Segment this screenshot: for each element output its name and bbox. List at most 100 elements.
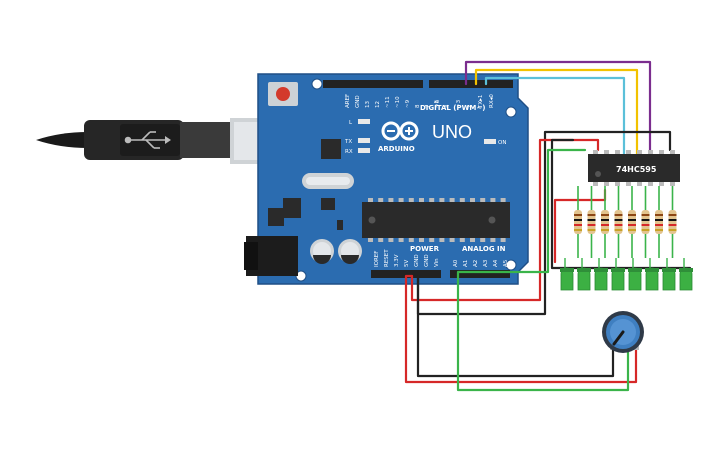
resistor-band bbox=[601, 224, 609, 226]
chip-pin bbox=[480, 198, 486, 202]
power-jack[interactable] bbox=[244, 236, 298, 276]
chip-pin bbox=[378, 238, 384, 242]
mounting-hole bbox=[311, 78, 323, 90]
chip-pin bbox=[490, 238, 496, 242]
wire-black-pot[interactable] bbox=[416, 274, 615, 378]
chip-pin bbox=[378, 198, 384, 202]
crystal-inner bbox=[306, 177, 350, 185]
chip-pin bbox=[439, 198, 445, 202]
resistor-array bbox=[574, 186, 677, 258]
resistor-band bbox=[655, 224, 663, 226]
chip-pin bbox=[604, 150, 609, 154]
power-pin-label: Vin bbox=[434, 258, 440, 267]
analog-header[interactable] bbox=[450, 270, 510, 278]
arduino-logo-text: ARDUINO bbox=[378, 145, 415, 153]
power-header[interactable] bbox=[371, 270, 441, 278]
power-pin-label: GND bbox=[414, 254, 420, 267]
chip-pin bbox=[419, 198, 424, 202]
small-chip bbox=[321, 198, 335, 210]
resistor-band bbox=[641, 224, 650, 226]
resistor-band bbox=[614, 229, 623, 231]
reset-button[interactable] bbox=[268, 82, 298, 106]
chip-pin bbox=[500, 198, 506, 202]
resistor-band bbox=[587, 229, 596, 231]
resistor-band bbox=[601, 219, 609, 221]
voltage-regulator bbox=[268, 208, 284, 226]
digital-pin-label: 4 bbox=[445, 104, 451, 108]
analog-pin-label: A2 bbox=[473, 260, 479, 267]
resistor-band bbox=[655, 219, 663, 221]
chip-pin bbox=[637, 150, 642, 154]
chip-pin bbox=[388, 238, 394, 242]
chip-pin bbox=[604, 182, 609, 186]
chip-pin bbox=[459, 238, 465, 242]
wire-red-pot[interactable] bbox=[404, 274, 638, 384]
digital-pin-label: TX▸1 bbox=[478, 95, 484, 109]
chip-pin bbox=[368, 198, 373, 202]
digital-pin-label: 13 bbox=[365, 101, 371, 108]
chip-label: 74HC595 bbox=[616, 165, 657, 174]
resistor-band bbox=[641, 214, 650, 216]
resistor-band bbox=[628, 214, 636, 216]
chip-pin bbox=[670, 182, 675, 186]
digital-pin-label: ~11 bbox=[385, 96, 391, 108]
resistor-band bbox=[641, 219, 650, 221]
resistor-band bbox=[628, 224, 636, 226]
led-rim bbox=[628, 268, 642, 272]
shift-register-chip[interactable]: 74HC595 bbox=[588, 150, 680, 186]
led-l-label: L bbox=[349, 120, 353, 126]
digital-pin-label: ~5 bbox=[434, 99, 440, 108]
power-pin-label: 5V bbox=[404, 260, 410, 267]
resistor-band bbox=[587, 219, 596, 221]
wire-cyan[interactable] bbox=[484, 76, 626, 157]
mounting-hole bbox=[505, 106, 517, 118]
resistor-band bbox=[668, 219, 677, 221]
digital-pin-label: 12 bbox=[375, 101, 381, 108]
chip-pin bbox=[408, 238, 414, 242]
chip-pin bbox=[648, 182, 653, 186]
chip-pin bbox=[408, 198, 414, 202]
resistor-band bbox=[574, 224, 582, 226]
led-rx bbox=[358, 148, 370, 153]
chip-pin bbox=[490, 198, 496, 202]
usb-cable bbox=[36, 118, 296, 164]
wire-yellow[interactable] bbox=[474, 68, 639, 157]
resistor-smd bbox=[337, 220, 343, 230]
chip-pin bbox=[470, 238, 475, 242]
capacitor bbox=[338, 239, 362, 264]
analog-pin-label: A0 bbox=[453, 259, 459, 267]
chip-pin bbox=[429, 238, 435, 242]
wire-green-chip[interactable] bbox=[456, 148, 587, 278]
potentiometer[interactable] bbox=[602, 311, 644, 353]
chip-pin bbox=[470, 198, 475, 202]
chip-pin bbox=[626, 150, 631, 154]
power-pin-label: IOREF bbox=[374, 251, 380, 267]
chip-pin bbox=[459, 198, 465, 202]
led-rim bbox=[662, 268, 676, 272]
resistor-band bbox=[668, 229, 677, 231]
usb-icon bbox=[124, 131, 171, 149]
wire-red-chip-vcc-1[interactable] bbox=[410, 138, 600, 302]
chip-pin bbox=[500, 238, 506, 242]
digital-pin-label: ~9 bbox=[405, 99, 411, 108]
led-tx-label: TX bbox=[344, 139, 352, 145]
chip-pin bbox=[615, 182, 620, 186]
led-rim bbox=[645, 268, 659, 272]
chip-pin bbox=[398, 198, 404, 202]
pot-knob-indicator bbox=[612, 330, 625, 346]
wire-purple[interactable] bbox=[464, 60, 652, 157]
digital-pin-label: RX◂0 bbox=[489, 94, 495, 108]
wires bbox=[404, 60, 692, 392]
digital-pin-label: ~6 bbox=[435, 99, 441, 108]
led-rim bbox=[679, 268, 693, 272]
wire-green-pot[interactable] bbox=[456, 274, 630, 392]
power-pin-label: 3.3V bbox=[394, 254, 400, 267]
led-l bbox=[358, 119, 370, 124]
chip-pin bbox=[398, 238, 404, 242]
chip-pin bbox=[429, 198, 435, 202]
digital-header[interactable] bbox=[323, 80, 513, 88]
resistor-band bbox=[574, 214, 582, 216]
